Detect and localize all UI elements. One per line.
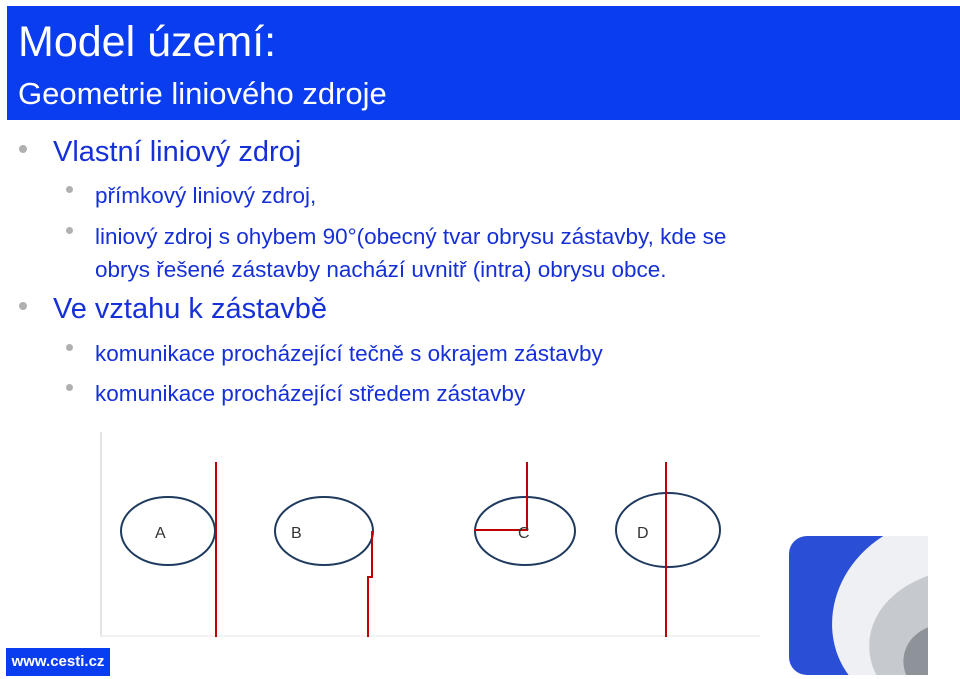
- line-source-bent-edge: [367, 531, 373, 637]
- bullet-dot: [19, 145, 27, 153]
- diagram-label-a: A: [155, 525, 166, 542]
- bullet-dot: [19, 302, 27, 310]
- diagram-label-c: C: [518, 525, 530, 542]
- sub-bullet-dot: [66, 384, 73, 391]
- zone-ellipse-b: [274, 496, 374, 566]
- sub-bullet-bent-line: liniový zdroj s ohybem 90°(obecný tvar o…: [95, 224, 727, 249]
- sub-bullet-dot: [66, 186, 73, 193]
- sub-bullet-straight-line: přímkový liniový zdroj,: [95, 183, 317, 208]
- sub-bullet-tangent-road: komunikace procházející tečně s okrajem …: [95, 341, 603, 366]
- line-source-diagram: A B C D: [100, 432, 760, 637]
- sub-bullet-center-road: komunikace procházející středem zástavby: [95, 381, 526, 406]
- slide-subtitle: Geometrie liniového zdroje: [18, 76, 387, 111]
- cesti-logo-icon: [789, 536, 928, 675]
- bullet-own-line-source: Vlastní liniový zdroj: [53, 136, 302, 168]
- sub-bullet-dot: [66, 227, 73, 234]
- sub-bullet-bent-line-continued: obrys řešené zástavby nachází uvnitř (in…: [95, 257, 667, 282]
- bullet-relation-to-buildings: Ve vztahu k zástavbě: [53, 293, 328, 325]
- zone-ellipse-a: [120, 496, 216, 566]
- footer-website-link[interactable]: www.cesti.cz: [6, 648, 110, 676]
- zone-ellipse-d: [615, 492, 721, 568]
- diagram-label-d: D: [637, 525, 649, 542]
- line-source-bent-center: [474, 462, 528, 531]
- sub-bullet-dot: [66, 344, 73, 351]
- title-banner: Model území: Geometrie liniového zdroje: [7, 6, 960, 120]
- diagram-label-b: B: [291, 525, 302, 542]
- slide-title: Model území:: [18, 18, 277, 66]
- logo-dark-swoosh: [903, 627, 928, 675]
